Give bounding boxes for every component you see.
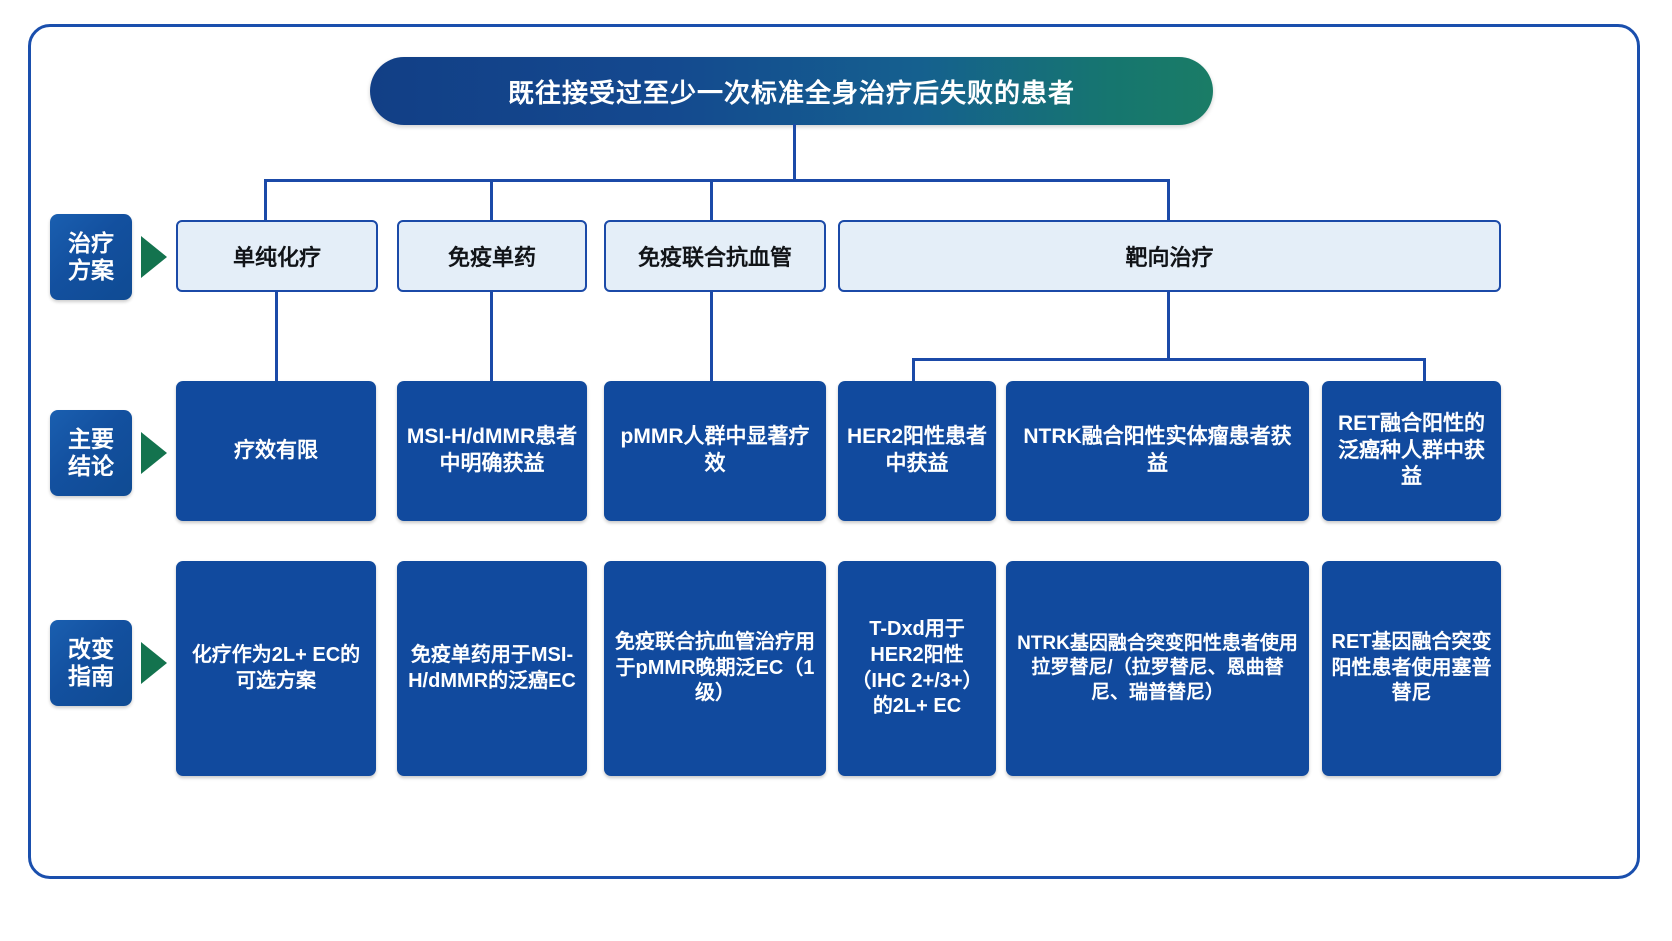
guideline-msi-text: 免疫单药用于MSI-H/dMMR的泛癌EC <box>408 643 576 692</box>
conclusion-box-her2[interactable]: HER2阳性患者中获益 <box>838 381 996 521</box>
connector-chemo-to-conclusion <box>275 292 278 381</box>
connector-drop-io-anti <box>710 179 713 220</box>
guideline-her2-text: T-Dxd用于HER2阳性（IHC 2+/3+）的2L+ EC <box>851 618 983 718</box>
connector-ioanti-to-conclusion <box>710 292 713 381</box>
conclusion-msi-text: MSI-H/dMMR患者中明确获益 <box>406 425 578 475</box>
guideline-box-ntrk[interactable]: NTRK基因融合突变阳性患者使用拉罗替尼/（拉罗替尼、恩曲替尼、瑞普替尼） <box>1006 561 1309 776</box>
conclusion-chemo-text: 疗效有限 <box>234 438 318 462</box>
stage-arrow-conclusion-icon <box>141 432 167 474</box>
conclusion-pmmr-text: pMMR人群中显著疗效 <box>620 425 810 475</box>
connector-targeted-trunk <box>1167 292 1170 360</box>
guideline-pmmr-text: 免疫联合抗血管治疗用于pMMR晚期泛EC（1级） <box>615 631 815 705</box>
stage-label-treatment: 治疗 方案 <box>50 214 132 300</box>
stage-arrow-guideline-icon <box>141 642 167 684</box>
connector-targeted-bus <box>912 358 1426 361</box>
connector-title-trunk <box>793 124 796 181</box>
guideline-box-msi[interactable]: 免疫单药用于MSI-H/dMMR的泛癌EC <box>397 561 587 776</box>
guideline-box-pmmr[interactable]: 免疫联合抗血管治疗用于pMMR晚期泛EC（1级） <box>604 561 826 776</box>
guideline-chemo-text: 化疗作为2L+ EC的可选方案 <box>191 643 361 692</box>
guideline-box-chemo[interactable]: 化疗作为2L+ EC的可选方案 <box>176 561 376 776</box>
guideline-box-her2[interactable]: T-Dxd用于HER2阳性（IHC 2+/3+）的2L+ EC <box>838 561 996 776</box>
stage-label-conclusion: 主要 结论 <box>50 410 132 496</box>
conclusion-box-pmmr[interactable]: pMMR人群中显著疗效 <box>604 381 826 521</box>
connector-drop-targeted <box>1167 179 1170 220</box>
connector-drop-ret <box>1423 358 1426 381</box>
stage-label-guideline-line2: 指南 <box>68 663 114 689</box>
stage-arrow-treatment-icon <box>141 236 167 278</box>
connector-treatment-bus <box>264 179 1170 182</box>
treatment-box-targeted[interactable]: 靶向治疗 <box>838 220 1501 292</box>
stage-label-guideline: 改变 指南 <box>50 620 132 706</box>
connector-drop-chemo <box>264 179 267 220</box>
connector-drop-io <box>490 179 493 220</box>
treatment-box-immuno-antiangio[interactable]: 免疫联合抗血管 <box>604 220 826 292</box>
connector-drop-her2 <box>912 358 915 381</box>
conclusion-box-ntrk[interactable]: NTRK融合阳性实体瘤患者获益 <box>1006 381 1309 521</box>
stage-label-treatment-line2: 方案 <box>68 257 114 283</box>
treatment-box-immuno-mono[interactable]: 免疫单药 <box>397 220 587 292</box>
connector-io-to-conclusion <box>490 292 493 381</box>
page-title: 既往接受过至少一次标准全身治疗后失败的患者 <box>370 57 1213 125</box>
stage-label-conclusion-line1: 主要 <box>68 425 114 452</box>
conclusion-box-ret[interactable]: RET融合阳性的泛癌种人群中获益 <box>1322 381 1501 521</box>
conclusion-box-msi[interactable]: MSI-H/dMMR患者中明确获益 <box>397 381 587 521</box>
conclusion-ret-text: RET融合阳性的泛癌种人群中获益 <box>1338 411 1485 489</box>
guideline-ntrk-text: NTRK基因融合突变阳性患者使用拉罗替尼/（拉罗替尼、恩曲替尼、瑞普替尼） <box>1017 633 1298 703</box>
treatment-box-chemo[interactable]: 单纯化疗 <box>176 220 378 292</box>
stage-label-treatment-line1: 治疗 <box>68 229 114 256</box>
conclusion-her2-text: HER2阳性患者中获益 <box>846 425 988 475</box>
stage-label-conclusion-line2: 结论 <box>68 453 114 479</box>
conclusion-box-chemo[interactable]: 疗效有限 <box>176 381 376 521</box>
guideline-box-ret[interactable]: RET基因融合突变阳性患者使用塞普替尼 <box>1322 561 1501 776</box>
guideline-ret-text: RET基因融合突变阳性患者使用塞普替尼 <box>1331 631 1492 705</box>
conclusion-ntrk-text: NTRK融合阳性实体瘤患者获益 <box>1023 425 1292 475</box>
stage-label-guideline-line1: 改变 <box>68 635 114 662</box>
